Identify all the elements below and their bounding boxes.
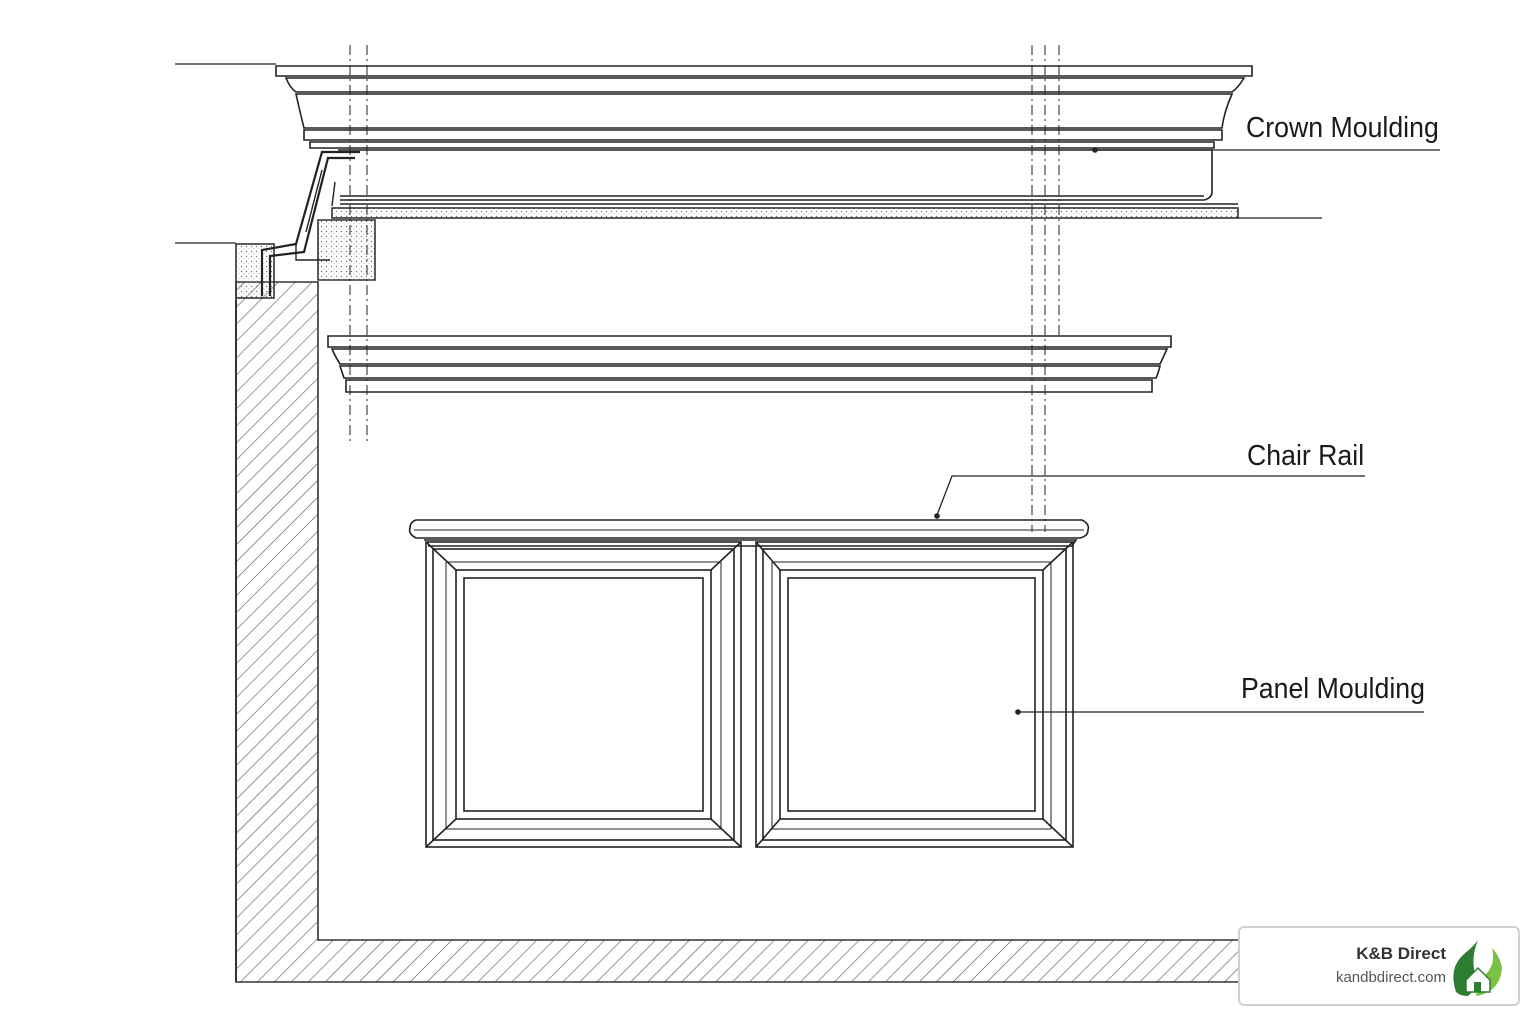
panel-moulding-frame bbox=[425, 541, 742, 848]
panel-moulding-frame bbox=[755, 541, 1074, 848]
brand-url: kandbdirect.com bbox=[1335, 969, 1446, 986]
crown-moulding-label: Crown Moulding bbox=[1246, 112, 1439, 144]
chair-rail-elevation bbox=[327, 335, 1172, 393]
crown-profile-section bbox=[260, 150, 360, 296]
crown-moulding-elevation bbox=[275, 65, 1322, 219]
chair-rail-label: Chair Rail bbox=[1247, 440, 1365, 472]
crown-leader-dot bbox=[1092, 147, 1098, 153]
panel-leader-dot bbox=[1015, 709, 1021, 715]
panel-cap-rail bbox=[408, 519, 1090, 547]
projection-lines bbox=[349, 45, 1060, 532]
brand-card: K&B Direct kandbdirect.com bbox=[1238, 926, 1520, 1006]
brand-name: K&B Direct bbox=[1356, 944, 1446, 963]
wall-section bbox=[235, 281, 1241, 983]
panel-moulding-label: Panel Moulding bbox=[1241, 673, 1425, 705]
leaf-house-logo-icon bbox=[1453, 940, 1502, 996]
ceiling-block bbox=[235, 207, 1239, 299]
leader-lines bbox=[936, 149, 1440, 713]
chair-leader-dot bbox=[934, 513, 940, 519]
